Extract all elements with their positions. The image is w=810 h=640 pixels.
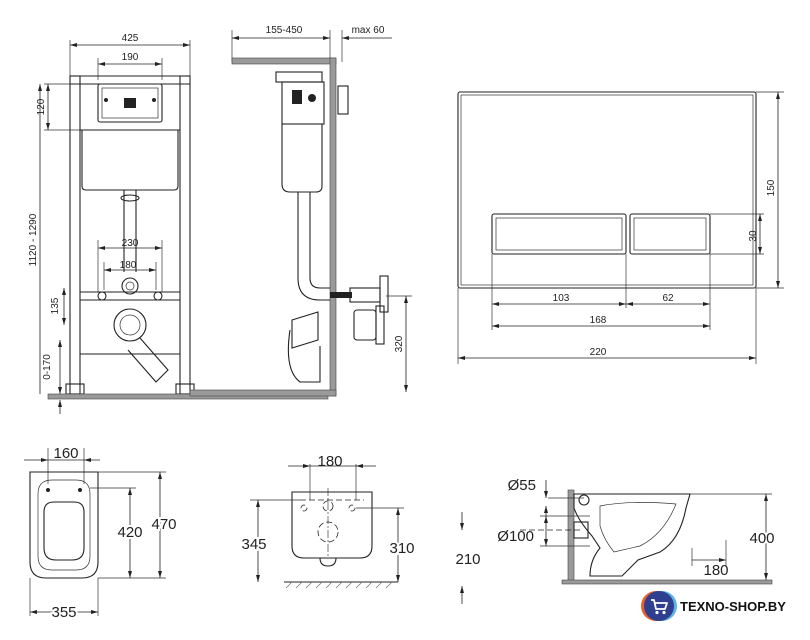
frame-height-label: 1120 - 1290 <box>28 213 39 266</box>
outlet-diameter-label: Ø100 <box>497 528 534 545</box>
flush-plate-view: 150 30 103 62 168 220 <box>457 91 784 364</box>
seat-width-label: 160 <box>53 445 78 462</box>
brand-logo[interactable]: TEXNO-SHOP.BY <box>644 588 804 624</box>
buttons-total-label: 168 <box>590 315 607 326</box>
outlet-height-label: 135 <box>50 297 61 314</box>
frame-side-view: 155-450 max 60 320 <box>189 25 412 397</box>
bowl-width-label: 355 <box>51 604 76 621</box>
bowl-rear-view: 180 345 310 <box>239 453 417 589</box>
pipe-span-inner-label: 180 <box>120 260 137 271</box>
plate-height-label: 150 <box>766 179 777 196</box>
rear-height-right-label: 310 <box>389 540 414 557</box>
bowl-top-view: 160 420 470 355 <box>24 445 179 623</box>
inner-length-label: 420 <box>117 524 142 541</box>
side-outlet-level-label: 320 <box>394 335 405 352</box>
inlet-diameter-label: Ø55 <box>508 477 536 494</box>
plate-width-label: 220 <box>590 347 607 358</box>
bowl-height-label: 400 <box>749 530 774 547</box>
foot-adjust-label: 0-170 <box>42 354 53 380</box>
bowl-side-view: Ø55 Ø100 210 400 180 <box>455 477 777 604</box>
rear-height-left-label: 345 <box>241 536 266 553</box>
partial-dimension-label: 180 <box>703 562 728 579</box>
side-outlet-level-label: 210 <box>455 551 480 568</box>
bowl-length-label: 470 <box>151 516 176 533</box>
top-offset-label: 120 <box>36 98 47 115</box>
bolt-span-label: 180 <box>317 453 342 470</box>
frame-depth-label: 155-450 <box>266 25 303 36</box>
pipe-span-label: 230 <box>122 238 139 249</box>
button-height-label: 30 <box>748 230 759 242</box>
frame-front-view: 425 190 <box>28 33 329 414</box>
right-button-label: 62 <box>662 293 674 304</box>
plate-width-label: 190 <box>122 52 139 63</box>
frame-width-label: 425 <box>122 33 139 44</box>
max-wall-label: max 60 <box>352 25 385 36</box>
brand-name: TEXNO-SHOP.BY <box>680 598 786 614</box>
left-button-label: 103 <box>553 293 570 304</box>
shopping-cart-icon <box>644 591 674 621</box>
